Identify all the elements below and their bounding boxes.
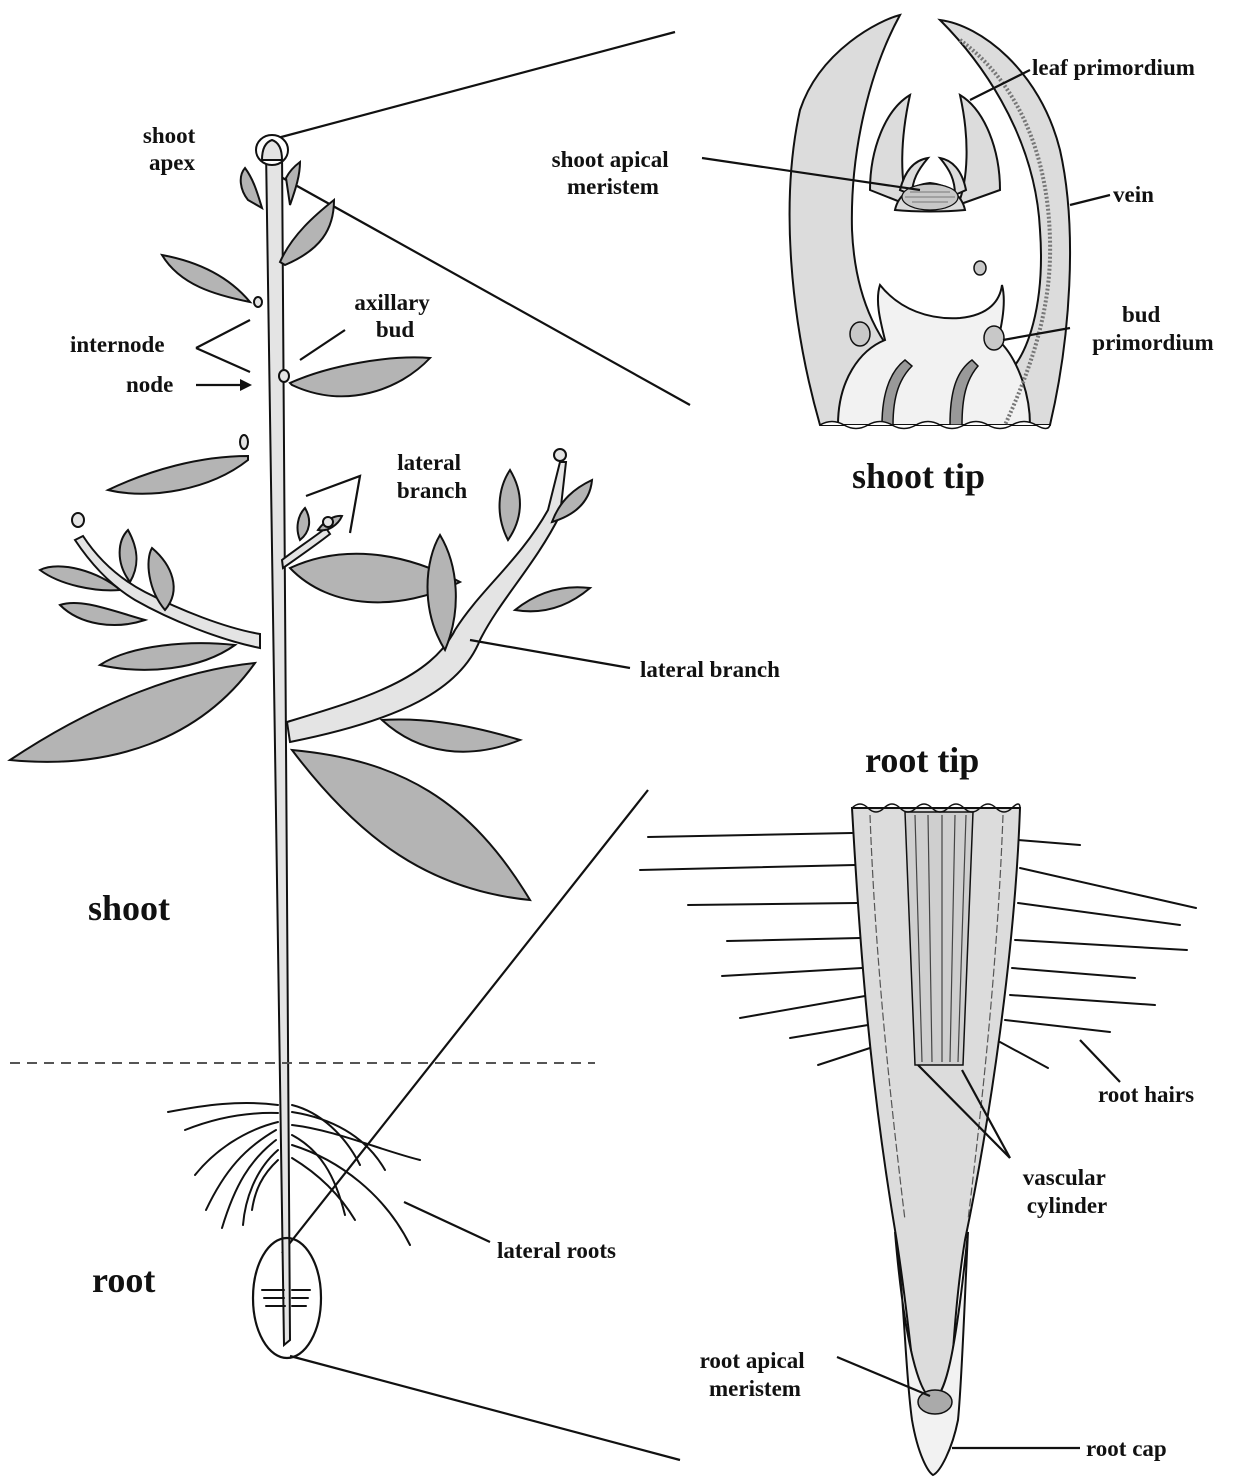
label-internode: internode <box>70 332 165 357</box>
label-axillary-bud: axillary bud <box>354 290 435 342</box>
main-stem <box>266 150 290 1345</box>
branch-tip-bud <box>554 449 566 461</box>
label-shoot: shoot <box>88 888 170 928</box>
bud-primordium-right <box>984 326 1004 350</box>
label-node: node <box>126 372 173 397</box>
label-leaf-primordium: leaf primordium <box>1032 55 1195 80</box>
shoot-apex-bud <box>256 135 288 165</box>
leaves <box>10 162 592 900</box>
label-bud-primordium: bud primordium <box>1092 302 1213 355</box>
shoot-tip-section <box>790 15 1070 429</box>
label-root-tip: root tip <box>865 740 979 780</box>
label-lateral-branch: lateral branch <box>640 657 780 682</box>
label-root-apical-meristem: root apical meristem <box>700 1348 811 1401</box>
axillary-bud-drawing <box>279 370 289 382</box>
label-lateral-roots: lateral roots <box>497 1238 616 1263</box>
label-vascular-cylinder: vascular cylinder <box>1023 1165 1111 1218</box>
label-shoot-apical-meristem: shoot apical meristem <box>552 147 675 199</box>
bud-primordium-left <box>850 322 870 346</box>
label-shoot-apex: shoot apex <box>143 123 201 175</box>
label-root: root <box>92 1260 155 1300</box>
branch-tip-bud-left <box>72 513 84 527</box>
label-lateral-branch-upper: lateral branch <box>397 450 468 503</box>
label-shoot-tip: shoot tip <box>852 456 985 496</box>
lateral-roots-drawing <box>168 1103 420 1245</box>
vascular-cylinder-drawing <box>905 812 973 1065</box>
label-vein: vein <box>1113 182 1154 207</box>
root-tip-section <box>640 804 1196 1475</box>
branch-tip-bud-small <box>323 517 333 527</box>
label-root-cap: root cap <box>1086 1436 1167 1461</box>
bud-node-1 <box>254 297 262 307</box>
lateral-branch-right <box>287 462 566 742</box>
label-root-hairs: root hairs <box>1098 1082 1194 1107</box>
bud-node-2 <box>240 435 248 449</box>
